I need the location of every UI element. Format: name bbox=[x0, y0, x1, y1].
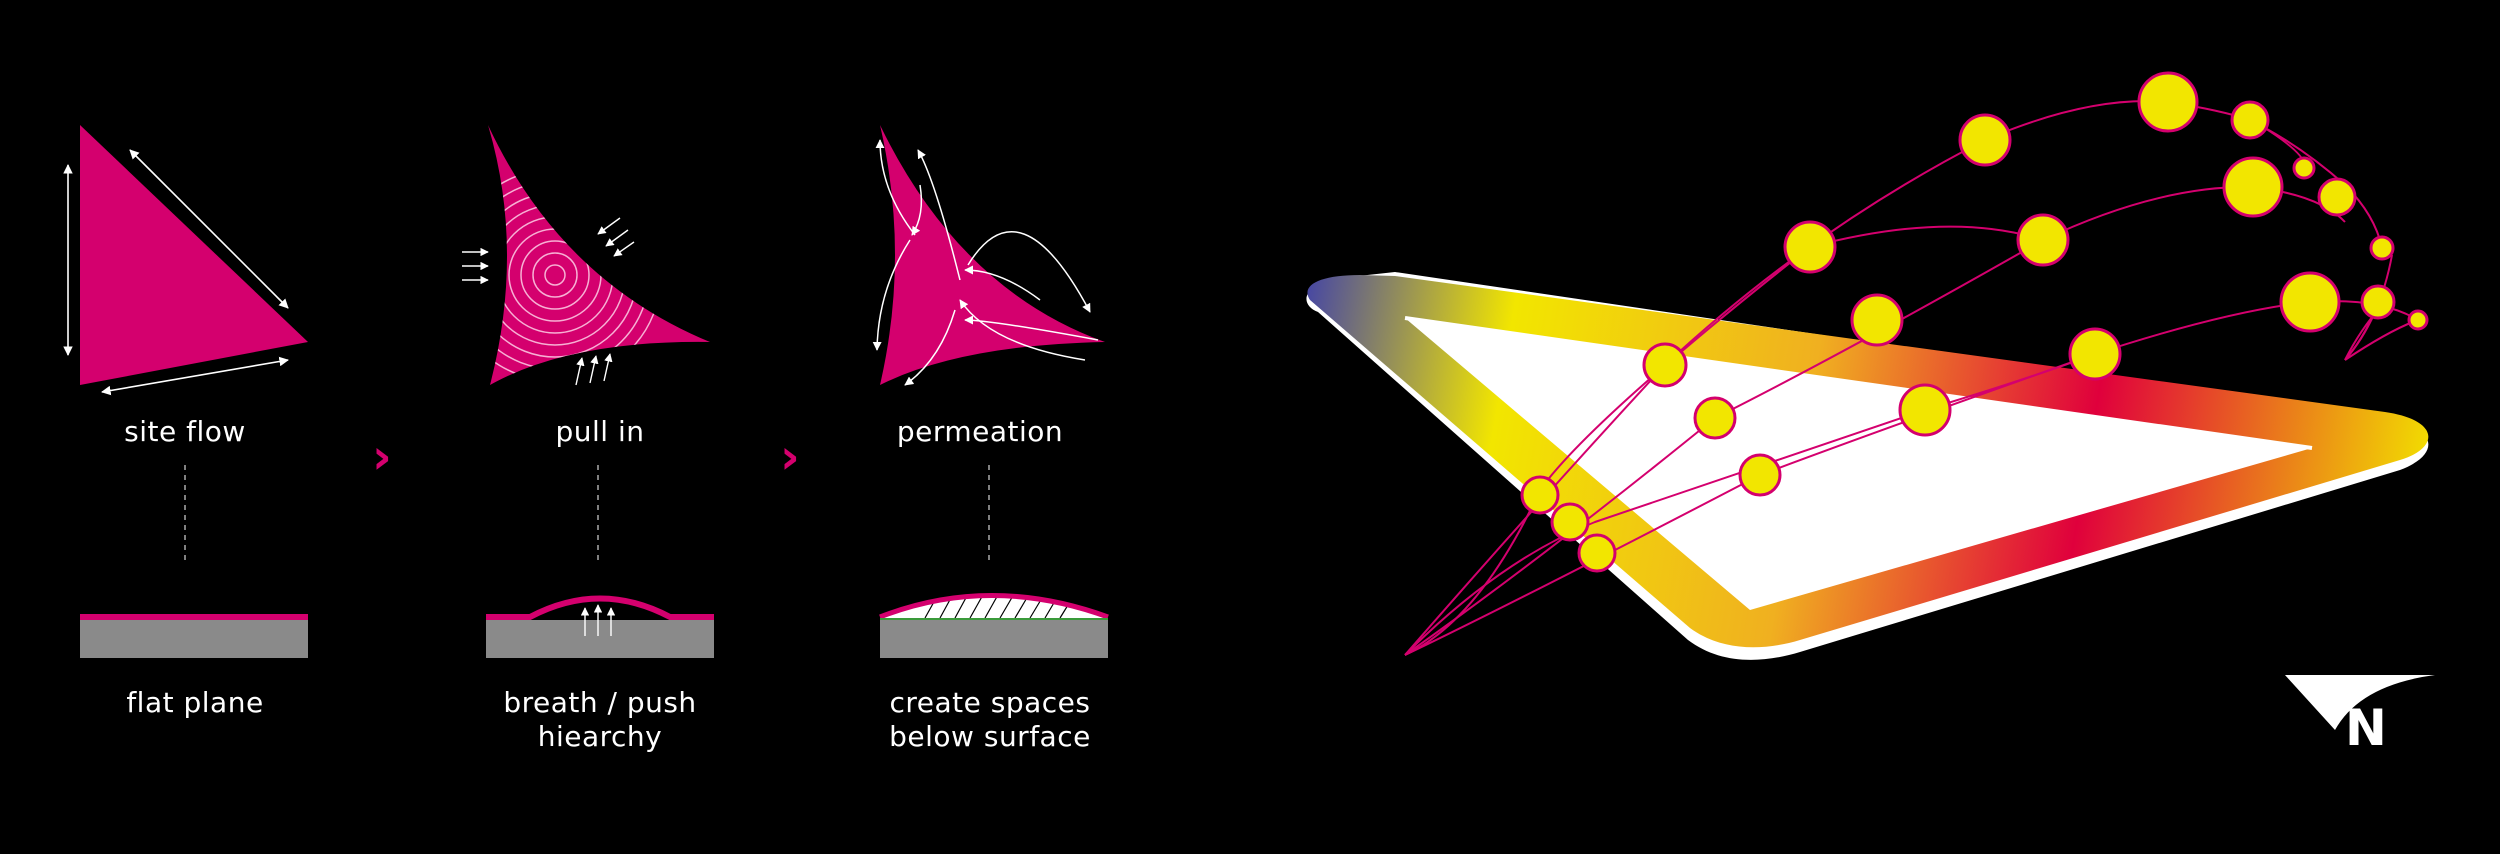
data-point bbox=[2407, 309, 2429, 331]
data-point bbox=[2137, 71, 2199, 133]
loop-shadow-edge bbox=[1306, 272, 2429, 660]
permeation-arrows bbox=[872, 139, 1099, 386]
data-point bbox=[2317, 177, 2357, 217]
data-point bbox=[1898, 383, 1952, 437]
data-point bbox=[2068, 327, 2122, 381]
step-arrow-2: › bbox=[780, 429, 800, 485]
data-point bbox=[2369, 235, 2395, 261]
data-point bbox=[1783, 220, 1837, 274]
site-triangle bbox=[80, 125, 308, 385]
site-loop-diagram bbox=[1306, 272, 2429, 660]
data-point bbox=[1642, 342, 1688, 388]
data-point bbox=[2222, 156, 2284, 218]
permeation-triangle bbox=[880, 125, 1105, 385]
logo-swoosh-icon bbox=[2285, 675, 2435, 730]
step-1-top-label: site flow bbox=[124, 415, 246, 448]
ground-block bbox=[486, 620, 714, 658]
logo-letter: N bbox=[2345, 699, 2387, 757]
data-point bbox=[2016, 213, 2070, 267]
step-3-permeation bbox=[872, 125, 1109, 658]
flow-arrow-bottom bbox=[101, 356, 289, 396]
step-1-site-flow bbox=[63, 125, 308, 658]
step-2-bottom-label: breath / push hiearchy bbox=[503, 686, 697, 753]
ground-block bbox=[880, 620, 1108, 658]
gradient-loop bbox=[1307, 275, 2429, 648]
step-3-top-label: permeation bbox=[896, 415, 1064, 448]
data-point bbox=[1738, 453, 1782, 497]
data-point bbox=[2360, 284, 2396, 320]
data-point bbox=[1520, 475, 1560, 515]
data-point bbox=[1550, 502, 1590, 542]
step-2-pull-in bbox=[462, 125, 714, 658]
data-point bbox=[2230, 100, 2270, 140]
data-point bbox=[1577, 533, 1617, 573]
loop-inner-edge bbox=[1404, 316, 2313, 450]
flow-arrow-diagonal bbox=[129, 149, 289, 309]
push-arrows bbox=[580, 604, 616, 636]
step-3-bottom-label: create spaces below surface bbox=[889, 686, 1091, 753]
ground-block bbox=[80, 620, 308, 658]
data-points bbox=[1520, 71, 2429, 573]
step-arrow-1: › bbox=[372, 429, 392, 485]
pulled-triangle bbox=[488, 125, 710, 385]
raised-surface bbox=[486, 595, 714, 620]
data-point bbox=[1850, 293, 1904, 347]
data-point bbox=[1958, 113, 2012, 167]
data-point bbox=[2279, 271, 2341, 333]
data-point bbox=[1693, 396, 1737, 440]
data-point bbox=[2292, 156, 2316, 180]
step-1-bottom-label: flat plane bbox=[126, 686, 264, 719]
brand-logo bbox=[2285, 675, 2435, 730]
permeable-surface bbox=[879, 593, 1109, 620]
pull-arrows bbox=[462, 217, 635, 386]
step-2-top-label: pull in bbox=[555, 415, 645, 448]
